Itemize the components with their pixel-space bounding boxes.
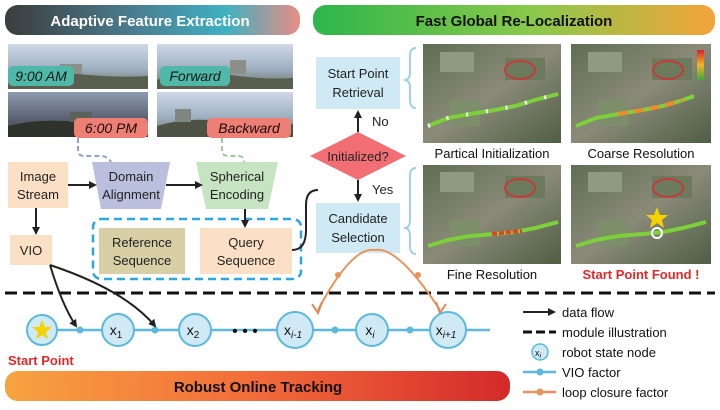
loop-arrow-head-left	[311, 301, 323, 316]
time-badge-bottom	[74, 118, 148, 138]
direction-label-bottom: Backward	[218, 120, 281, 136]
map-fine-resolution	[423, 165, 561, 264]
loop-closure-left	[317, 248, 376, 311]
initialized-label: Initialized?	[327, 149, 388, 164]
map-caption-1: Partical Initialization	[435, 146, 550, 161]
svg-text:xi: xi	[365, 322, 375, 341]
map-caption-3: Fine Resolution	[447, 267, 537, 282]
image-stream-node: Image Stream	[8, 162, 68, 208]
candidate-line1: Candidate	[328, 211, 387, 226]
legend-node-swatch	[531, 343, 549, 361]
photo-link-domain	[77, 138, 112, 163]
legend-vio-factor: VIO factor	[562, 365, 621, 380]
state-ellipsis: • • •	[232, 323, 258, 340]
found-point-marker	[651, 227, 663, 239]
svg-text:xi: xi	[535, 348, 542, 360]
panorama-photos-direction: Forward Backward	[157, 44, 293, 138]
candidate-line2: Selection	[331, 230, 384, 245]
yes-label: Yes	[372, 182, 394, 197]
arrow-query-to-decision	[291, 189, 319, 251]
heat-scale-bar	[697, 50, 704, 80]
initialized-decision: Initialized?	[310, 132, 406, 180]
vio-node: VIO	[10, 235, 52, 265]
reference-sequence-line1: Reference	[112, 235, 172, 250]
header-left: Adaptive Feature Extraction	[5, 5, 300, 35]
candidate-selection-node: Candidate Selection	[316, 203, 400, 253]
spherical-encoding-line1: Spherical	[210, 169, 264, 184]
direction-label-top: Forward	[169, 68, 222, 84]
vio-label: VIO	[20, 243, 42, 258]
legend-loop-closure-factor: loop closure factor	[562, 385, 669, 400]
time-label-bottom: 6:00 PM	[85, 120, 137, 136]
found-star-icon	[646, 207, 668, 228]
time-badge-top	[8, 66, 74, 86]
spherical-encoding-node: Spherical Encoding	[196, 162, 278, 209]
state-node: xi-1	[276, 311, 314, 349]
start-star-icon	[32, 320, 52, 339]
domain-alignment-node: Domain Alignment	[92, 162, 170, 209]
reference-sequence-line2: Sequence	[113, 253, 172, 268]
direction-badge-top	[160, 66, 230, 86]
header-bottom: Robust Online Tracking	[5, 371, 510, 401]
sequence-container	[91, 217, 303, 281]
state-node: xi+1	[429, 311, 467, 349]
state-node: x1	[101, 313, 135, 347]
legend-data-flow: data flow	[562, 305, 615, 320]
no-label: No	[372, 114, 389, 129]
header-right-title: Fast Global Re-Localization	[416, 13, 613, 30]
arrow-vio-to-x2	[49, 264, 157, 328]
bracket-top	[403, 47, 417, 81]
reference-sequence-node: Reference Sequence	[99, 228, 185, 274]
arrow-vio-to-x1	[49, 264, 78, 328]
image-stream-line1: Image	[20, 169, 56, 184]
legend-robot-state-node: robot state node	[562, 345, 656, 360]
svg-text:x2: x2	[187, 322, 200, 341]
start-point-label: Start Point	[8, 353, 74, 368]
map-start-point-found	[571, 165, 711, 264]
vio-factor-dots	[76, 326, 414, 334]
map-coarse-resolution	[571, 44, 711, 143]
legend-module-illustration: module illustration	[562, 325, 667, 340]
time-label-top: 9:00 AM	[15, 68, 67, 84]
legend: data flow module illustration xi robot s…	[523, 305, 669, 400]
map-partial-initialization	[423, 44, 561, 143]
svg-text:xi-1: xi-1	[284, 322, 302, 341]
header-left-title: Adaptive Feature Extraction	[50, 13, 249, 30]
query-sequence-line1: Query	[228, 235, 264, 250]
svg-text:x1: x1	[110, 322, 123, 341]
header-bottom-title: Robust Online Tracking	[174, 379, 342, 396]
header-right: Fast Global Re-Localization	[313, 5, 715, 35]
domain-alignment-line1: Domain	[109, 169, 154, 184]
spherical-encoding-line2: Encoding	[210, 187, 264, 202]
query-sequence-line2: Sequence	[217, 253, 276, 268]
start-node	[26, 314, 58, 346]
image-stream-line2: Stream	[17, 187, 59, 202]
query-sequence-node: Query Sequence	[200, 228, 292, 274]
map-caption-4: Start Point Found !	[583, 267, 700, 282]
loop-closure-right	[374, 248, 441, 311]
direction-badge-bottom	[207, 118, 291, 138]
state-node: xi	[355, 313, 389, 347]
start-point-retrieval-node: Start Point Retrieval	[316, 57, 400, 109]
svg-text:xi+1: xi+1	[436, 322, 457, 341]
bracket-bottom	[403, 167, 417, 229]
domain-alignment-line2: Alignment	[102, 187, 160, 202]
retrieval-line1: Start Point	[328, 66, 389, 81]
map-caption-2: Coarse Resolution	[588, 146, 695, 161]
photo-link-spherical	[221, 138, 245, 163]
state-node: x2	[178, 313, 212, 347]
retrieval-line2: Retrieval	[332, 85, 383, 100]
panorama-photos-time: 9:00 AM 6:00 PM	[8, 44, 148, 138]
